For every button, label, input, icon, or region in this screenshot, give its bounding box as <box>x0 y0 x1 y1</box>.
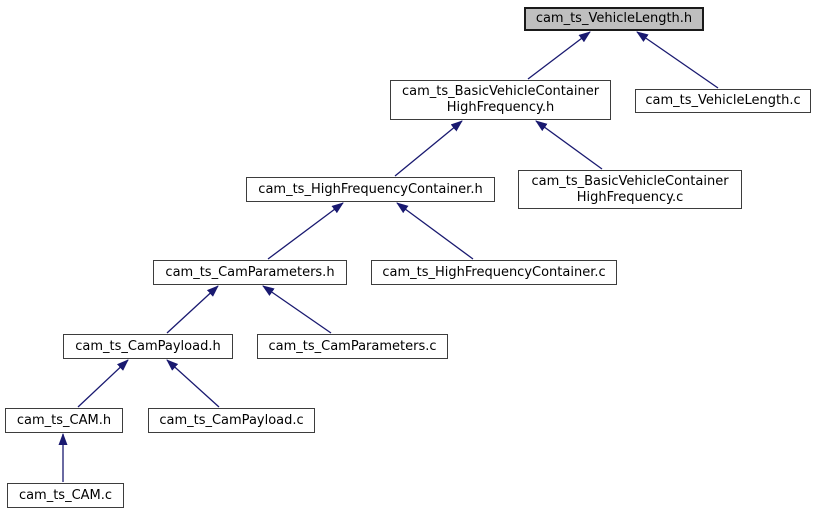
node-cam_ts_VehicleLength_c[interactable]: cam_ts_VehicleLength.c <box>635 89 811 113</box>
edge-cam_ts_CamParameters_h-to-cam_ts_HighFrequencyContainer_h <box>267 202 344 260</box>
edge-cam_ts_HighFrequencyContainer_c-to-cam_ts_HighFrequencyContainer_h <box>396 202 474 260</box>
node-label: cam_ts_CamParameters.h <box>165 264 335 280</box>
node-cam_ts_CamPayload_c[interactable]: cam_ts_CamPayload.c <box>148 408 315 433</box>
node-label: HighFrequency.h <box>446 100 555 115</box>
edge-cam_ts_CamPayload_c-to-cam_ts_CamPayload_h <box>166 359 220 408</box>
node-cam_ts_CamParameters_c[interactable]: cam_ts_CamParameters.c <box>257 334 448 359</box>
node-label: cam_ts_VehicleLength.h <box>535 11 693 26</box>
node-label: cam_ts_BasicVehicleContainer <box>531 173 729 189</box>
node-cam_ts_CAM_c[interactable]: cam_ts_CAM.c <box>7 483 124 508</box>
node-label: cam_ts_HighFrequencyContainer.h <box>258 181 483 197</box>
node-label: cam_ts_CAM.c <box>18 487 113 503</box>
edge-cam_ts_VehicleLength_c-to-cam_ts_VehicleLength_h <box>636 31 719 89</box>
node-cam_ts_CAM_h[interactable]: cam_ts_CAM.h <box>5 408 123 433</box>
edge-cam_ts_BasicVehicleContainerHighFrequency_h-to-cam_ts_VehicleLength_h <box>527 31 591 80</box>
edge-cam_ts_CAM_h-to-cam_ts_CamPayload_h <box>77 359 129 408</box>
edge-cam_ts_BasicVehicleContainerHighFrequency_c-to-cam_ts_BasicVehicleContainerHighFrequency_h <box>535 120 603 170</box>
node-label: cam_ts_HighFrequencyContainer.c <box>382 264 606 280</box>
edge-cam_ts_CamPayload_h-to-cam_ts_CamParameters_h <box>166 285 219 334</box>
node-label: cam_ts_CAM.h <box>16 412 112 428</box>
node-label: cam_ts_BasicVehicleContainer <box>401 84 600 99</box>
node-label: HighFrequency.c <box>576 189 684 205</box>
node-label: cam_ts_CamPayload.h <box>75 338 221 354</box>
node-cam_ts_HighFrequencyContainer_h[interactable]: cam_ts_HighFrequencyContainer.h <box>246 177 495 202</box>
node-cam_ts_HighFrequencyContainer_c[interactable]: cam_ts_HighFrequencyContainer.c <box>371 260 617 285</box>
edge-cam_ts_CamParameters_c-to-cam_ts_CamParameters_h <box>262 285 332 334</box>
node-cam_ts_CamPayload_h[interactable]: cam_ts_CamPayload.h <box>63 334 233 359</box>
node-cam_ts_CamParameters_h[interactable]: cam_ts_CamParameters.h <box>153 260 347 285</box>
node-cam_ts_VehicleLength_h[interactable]: cam_ts_VehicleLength.h <box>524 7 704 31</box>
node-label: cam_ts_CamPayload.c <box>159 412 304 428</box>
node-label: cam_ts_VehicleLength.c <box>645 93 801 108</box>
node-label: cam_ts_CamParameters.c <box>268 338 437 354</box>
edge-cam_ts_HighFrequencyContainer_h-to-cam_ts_BasicVehicleContainerHighFrequency_h <box>394 120 463 177</box>
